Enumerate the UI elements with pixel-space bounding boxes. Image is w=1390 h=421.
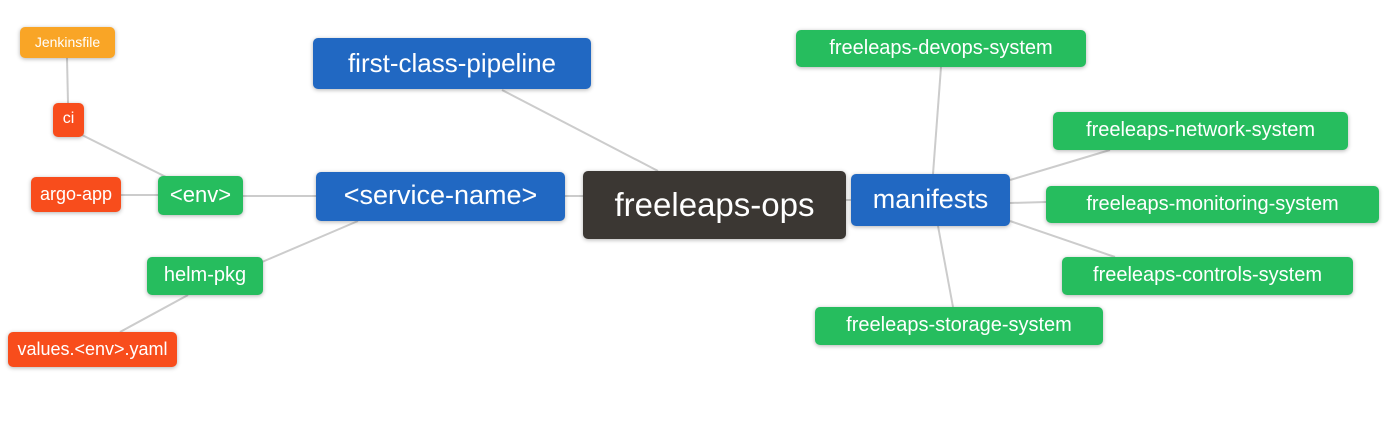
edge-manifests-to-freeleaps-devops-system xyxy=(932,66,942,175)
node-label: freeleaps-storage-system xyxy=(846,314,1072,336)
mindmap-node-freeleaps-storage-system[interactable]: freeleaps-storage-system xyxy=(815,307,1103,345)
mindmap-node-argo-app[interactable]: argo-app xyxy=(31,177,121,212)
node-label: values.<env>.yaml xyxy=(17,338,168,359)
mindmap-node-first-class-pipeline[interactable]: first-class-pipeline xyxy=(313,38,591,89)
mindmap-node-helm-pkg[interactable]: helm-pkg xyxy=(147,257,263,295)
mindmap-node-freeleaps-controls-system[interactable]: freeleaps-controls-system xyxy=(1062,257,1353,295)
edge-first-class-pipeline-to-freeleaps-ops xyxy=(501,89,659,172)
node-label: ci xyxy=(62,110,75,127)
node-label: freeleaps-network-system xyxy=(1086,119,1315,141)
edge-manifests-to-freeleaps-controls-system xyxy=(1009,220,1116,258)
node-label: freeleaps-ops xyxy=(614,185,815,223)
node-label: freeleaps-devops-system xyxy=(829,36,1053,59)
mindmap-node-env[interactable]: <env> xyxy=(158,176,243,215)
edge-manifests-to-freeleaps-monitoring-system xyxy=(1009,201,1047,204)
mindmap-node-service-name[interactable]: <service-name> xyxy=(316,172,565,221)
mindmap-node-freeleaps-network-system[interactable]: freeleaps-network-system xyxy=(1053,112,1348,150)
mindmap-node-freeleaps-devops-system[interactable]: freeleaps-devops-system xyxy=(796,30,1086,67)
edge-manifests-to-freeleaps-storage-system xyxy=(937,225,954,308)
edge-helm-pkg-to-service-name xyxy=(261,220,359,263)
node-label: Jenkinsfile xyxy=(34,33,101,50)
node-label: freeleaps-controls-system xyxy=(1093,264,1322,286)
node-label: first-class-pipeline xyxy=(347,47,557,78)
node-label: helm-pkg xyxy=(163,264,247,286)
mindmap-node-freeleaps-ops[interactable]: freeleaps-ops xyxy=(583,171,846,239)
node-label: <service-name> xyxy=(343,180,538,210)
edge-jenkinsfile-to-ci xyxy=(66,57,69,104)
node-label: argo-app xyxy=(39,183,113,204)
node-label: manifests xyxy=(872,183,989,214)
mindmap-node-ci[interactable]: ci xyxy=(53,103,84,137)
edge-ci-to-env xyxy=(81,134,169,179)
mindmap-node-manifests[interactable]: manifests xyxy=(851,174,1010,226)
mindmap-node-jenkinsfile[interactable]: Jenkinsfile xyxy=(20,27,115,58)
edge-manifests-to-freeleaps-network-system xyxy=(1009,149,1111,181)
edge-values-env-yaml-to-helm-pkg xyxy=(119,294,189,333)
node-label: freeleaps-monitoring-system xyxy=(1086,192,1339,215)
mindmap-node-values-env-yaml[interactable]: values.<env>.yaml xyxy=(8,332,177,367)
mindmap-node-freeleaps-monitoring-system[interactable]: freeleaps-monitoring-system xyxy=(1046,186,1379,223)
node-label: <env> xyxy=(169,181,232,207)
